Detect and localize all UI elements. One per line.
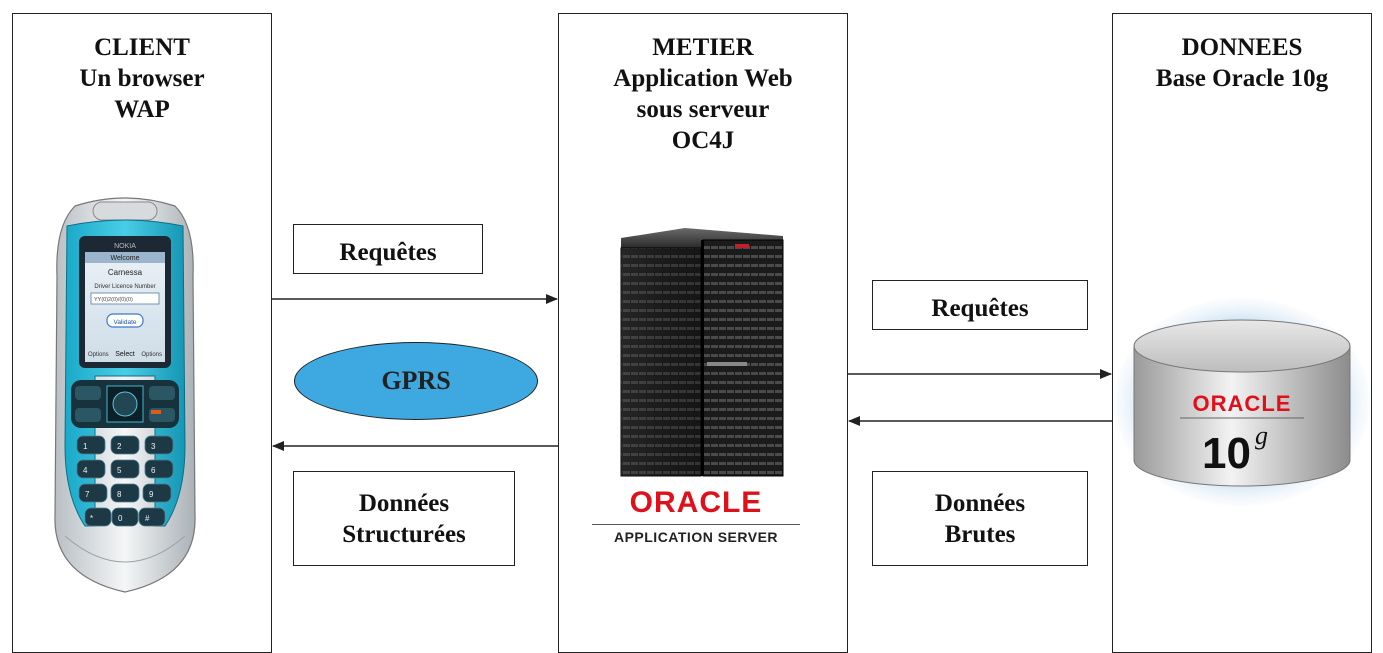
database-cylinder-image: ORACLE 10 g bbox=[1112, 290, 1372, 515]
donnees-request-label: Requêtes bbox=[872, 280, 1088, 330]
metier-title-line-2: Application Web bbox=[613, 65, 793, 92]
metier-title: METIER Application Web sous serveur OC4J bbox=[559, 32, 847, 156]
client-request-text: Requêtes bbox=[339, 238, 437, 266]
phone-screen-input: YY(0)2(0)/(0)(0) bbox=[94, 297, 133, 303]
db-logo-word: ORACLE bbox=[1193, 391, 1292, 416]
phone-softkey-center: Select bbox=[115, 351, 135, 358]
metier-title-line-3: sous serveur bbox=[636, 96, 770, 123]
phone-brand: NOKIA bbox=[114, 243, 136, 250]
structured-data-line-2: Structurées bbox=[342, 520, 466, 548]
phone-softkey-right: Options bbox=[141, 352, 162, 358]
raw-data-line-1: Données bbox=[934, 489, 1026, 517]
phone-screen-line-2: Driver Licence Number bbox=[94, 284, 155, 290]
client-title-line-2: Un browser bbox=[79, 65, 205, 92]
oracle-app-server-logo: ORACLE APPLICATION SERVER bbox=[586, 486, 806, 545]
gprs-network-ellipse: GPRS bbox=[294, 342, 538, 420]
mobile-phone-image: NOKIA Welcome Carnessa Driver Licence Nu… bbox=[45, 196, 205, 601]
client-request-label: Requêtes bbox=[293, 224, 483, 274]
server-image bbox=[615, 226, 785, 483]
oracle-logo-word: ORACLE bbox=[629, 486, 763, 519]
svg-text:8: 8 bbox=[117, 490, 122, 499]
db-version: 10 bbox=[1202, 429, 1251, 478]
donnees-title: DONNEES Base Oracle 10g bbox=[1113, 32, 1371, 94]
phone-screen-header: Welcome bbox=[110, 255, 139, 262]
oracle-logo-rule bbox=[592, 524, 800, 525]
phone-screen-button: Validate bbox=[113, 319, 136, 326]
phone-screen-line-1: Carnessa bbox=[108, 268, 143, 277]
flow-arrows bbox=[272, 294, 1112, 451]
svg-text:0: 0 bbox=[118, 514, 123, 523]
donnees-title-line-1: DONNEES bbox=[1181, 34, 1303, 61]
metier-title-line-4: OC4J bbox=[671, 127, 735, 154]
svg-text:7: 7 bbox=[85, 490, 90, 499]
svg-text:5: 5 bbox=[117, 466, 122, 475]
client-title-line-3: WAP bbox=[114, 96, 170, 123]
svg-text:9: 9 bbox=[149, 490, 154, 499]
gprs-label: GPRS bbox=[381, 366, 451, 395]
client-title-line-1: CLIENT bbox=[94, 34, 190, 61]
donnees-request-text: Requêtes bbox=[931, 294, 1029, 322]
oracle-logo-subtitle: APPLICATION SERVER bbox=[613, 529, 779, 545]
donnees-title-line-2: Base Oracle 10g bbox=[1155, 65, 1329, 92]
svg-text:3: 3 bbox=[151, 442, 156, 451]
raw-data-line-2: Brutes bbox=[944, 520, 1016, 548]
structured-data-line-1: Données bbox=[358, 489, 450, 517]
svg-text:1: 1 bbox=[83, 442, 88, 451]
svg-text:6: 6 bbox=[151, 466, 156, 475]
svg-text:*: * bbox=[90, 514, 93, 523]
structured-data-label: Données Structurées bbox=[293, 471, 515, 566]
metier-title-line-1: METIER bbox=[652, 34, 754, 61]
phone-softkey-left: Options bbox=[88, 352, 109, 358]
svg-text:4: 4 bbox=[83, 466, 88, 475]
client-title: CLIENT Un browser WAP bbox=[13, 32, 271, 125]
db-version-superscript: g bbox=[1255, 421, 1268, 450]
svg-text:#: # bbox=[145, 514, 150, 523]
raw-data-label: Données Brutes bbox=[872, 471, 1088, 566]
svg-text:2: 2 bbox=[117, 442, 122, 451]
